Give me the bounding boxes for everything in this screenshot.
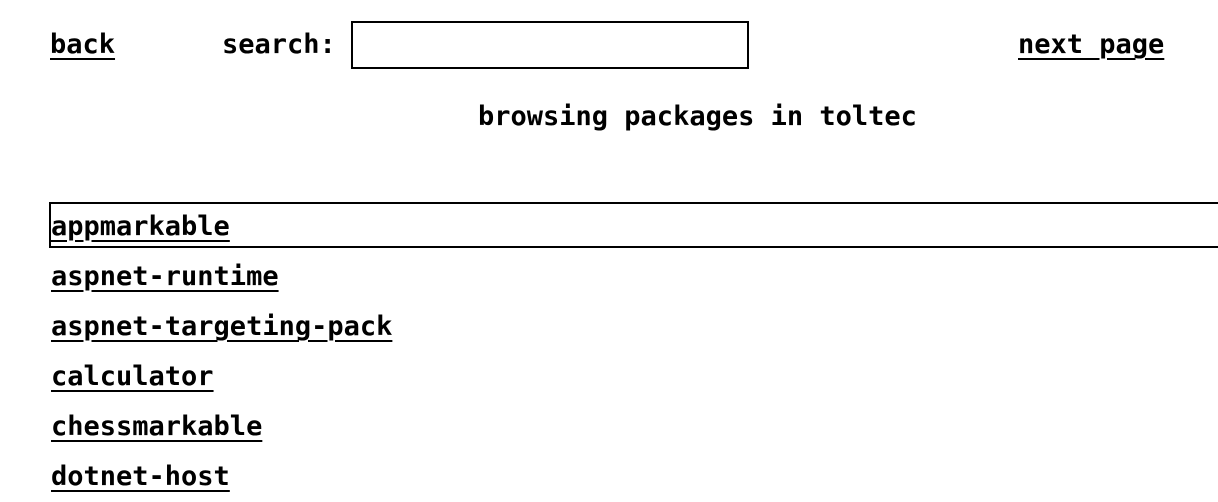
package-link-dotnet-host[interactable]: dotnet-host — [51, 461, 230, 492]
package-link-calculator[interactable]: calculator — [51, 361, 214, 392]
package-row: aspnet-runtime — [0, 252, 1218, 302]
page-title: browsing packages in toltec — [478, 101, 917, 132]
search-input[interactable] — [351, 21, 749, 69]
package-row: dotnet-host — [0, 452, 1218, 502]
next-page-link[interactable]: next page — [1018, 29, 1165, 60]
package-row: chessmarkable — [0, 402, 1218, 452]
package-list: appmarkable aspnet-runtime aspnet-target… — [0, 202, 1218, 502]
package-row: appmarkable — [0, 202, 1218, 252]
back-link[interactable]: back — [50, 29, 116, 60]
package-row: calculator — [0, 352, 1218, 402]
search-label: search: — [222, 29, 336, 60]
package-link-appmarkable[interactable]: appmarkable — [51, 211, 230, 242]
package-link-aspnet-targeting-pack[interactable]: aspnet-targeting-pack — [51, 311, 393, 342]
package-row: aspnet-targeting-pack — [0, 302, 1218, 352]
package-link-aspnet-runtime[interactable]: aspnet-runtime — [51, 261, 279, 292]
package-link-chessmarkable[interactable]: chessmarkable — [51, 411, 263, 442]
